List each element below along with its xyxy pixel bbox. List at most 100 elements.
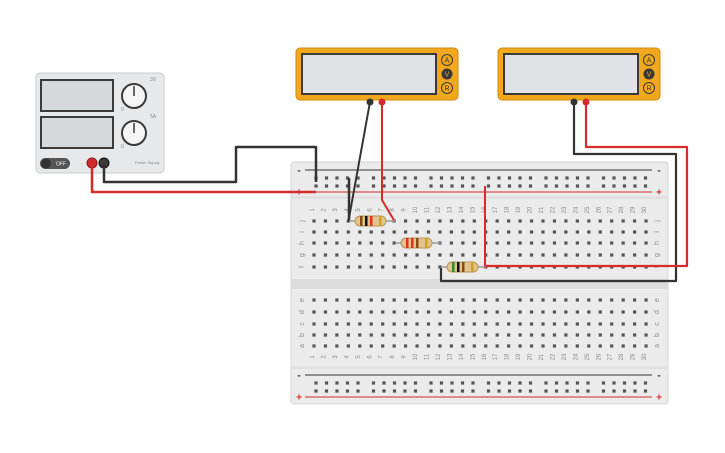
breadboard-hole[interactable] [552, 310, 557, 314]
breadboard-hole[interactable] [644, 333, 648, 337]
breadboard-hole[interactable] [369, 322, 373, 326]
breadboard-hole[interactable] [312, 265, 316, 269]
breadboard-hole[interactable] [518, 298, 522, 302]
rail-hole[interactable] [486, 176, 491, 180]
breadboard-hole[interactable] [369, 265, 373, 269]
meter-2-ohm-button[interactable]: R [643, 82, 655, 94]
breadboard-hole[interactable] [392, 230, 396, 234]
wire-meter2-com[interactable] [439, 102, 678, 283]
breadboard-hole[interactable] [404, 344, 408, 348]
breadboard-hole[interactable] [438, 230, 442, 234]
rail-hole[interactable] [471, 184, 475, 188]
breadboard-hole[interactable] [495, 310, 499, 314]
breadboard-hole[interactable] [598, 219, 602, 223]
rail-hole[interactable] [324, 176, 329, 180]
breadboard-hole[interactable] [404, 322, 408, 326]
breadboard[interactable]: - + - + - + - + 112233445566778899101011… [290, 161, 669, 405]
resistor-1[interactable] [349, 215, 396, 227]
breadboard-hole[interactable] [633, 310, 637, 314]
breadboard-hole[interactable] [507, 322, 511, 326]
breadboard-hole[interactable] [381, 241, 385, 245]
wire-meter1-com[interactable] [348, 101, 371, 219]
breadboard-hole[interactable] [381, 310, 385, 314]
breadboard-hole[interactable] [438, 322, 442, 326]
breadboard-hole[interactable] [610, 310, 614, 314]
breadboard-hole[interactable] [587, 219, 591, 223]
breadboard-hole[interactable] [529, 219, 534, 223]
breadboard-hole[interactable] [564, 322, 568, 326]
breadboard-hole[interactable] [541, 241, 545, 245]
breadboard-hole[interactable] [461, 344, 465, 348]
rail-hole[interactable] [450, 184, 454, 188]
breadboard-hole[interactable] [541, 253, 545, 257]
breadboard-hole[interactable] [621, 219, 625, 223]
rail-hole[interactable] [413, 389, 418, 393]
rail-hole[interactable] [450, 381, 454, 385]
rail-hole[interactable] [586, 381, 590, 385]
rail-hole[interactable] [335, 381, 339, 385]
breadboard-hole[interactable] [415, 298, 419, 302]
breadboard-hole[interactable] [312, 298, 316, 302]
breadboard-hole[interactable] [610, 333, 614, 337]
rail-hole[interactable] [622, 389, 627, 393]
breadboard-hole[interactable] [404, 265, 408, 269]
rail-hole[interactable] [528, 381, 533, 385]
breadboard-hole[interactable] [358, 310, 362, 314]
breadboard-hole[interactable] [335, 241, 339, 245]
breadboard-hole[interactable] [518, 219, 522, 223]
rail-hole[interactable] [403, 184, 407, 188]
breadboard-hole[interactable] [610, 298, 614, 302]
breadboard-hole[interactable] [552, 241, 557, 245]
breadboard-hole[interactable] [507, 219, 511, 223]
rail-hole[interactable] [497, 176, 501, 180]
rail-hole[interactable] [460, 389, 465, 393]
breadboard-hole[interactable] [507, 310, 511, 314]
breadboard-hole[interactable] [369, 253, 373, 257]
rail-hole[interactable] [586, 389, 590, 393]
breadboard-hole[interactable] [610, 344, 614, 348]
power-switch[interactable]: OFF [40, 158, 70, 169]
breadboard-hole[interactable] [312, 310, 316, 314]
breadboard-hole[interactable] [507, 230, 511, 234]
rail-hole[interactable] [622, 381, 627, 385]
breadboard-hole[interactable] [381, 344, 385, 348]
rail-hole[interactable] [586, 184, 590, 188]
breadboard-hole[interactable] [449, 241, 453, 245]
rail-hole[interactable] [544, 176, 548, 180]
rail-hole[interactable] [460, 381, 465, 385]
rail-hole[interactable] [371, 381, 376, 385]
breadboard-hole[interactable] [369, 310, 373, 314]
rail-hole[interactable] [413, 381, 418, 385]
breadboard-hole[interactable] [461, 253, 465, 257]
breadboard-hole[interactable] [598, 310, 602, 314]
rail-hole[interactable] [403, 389, 407, 393]
rail-hole[interactable] [356, 381, 360, 385]
breadboard-hole[interactable] [644, 298, 648, 302]
rail-hole[interactable] [601, 381, 606, 385]
rail-hole[interactable] [345, 389, 350, 393]
breadboard-hole[interactable] [552, 344, 557, 348]
breadboard-hole[interactable] [529, 253, 534, 257]
rail-hole[interactable] [429, 389, 433, 393]
breadboard-hole[interactable] [369, 298, 373, 302]
rail-hole[interactable] [612, 176, 616, 180]
breadboard-hole[interactable] [426, 253, 431, 257]
breadboard-hole[interactable] [610, 230, 614, 234]
breadboard-hole[interactable] [335, 253, 339, 257]
breadboard-hole[interactable] [449, 230, 453, 234]
rail-hole[interactable] [356, 176, 360, 180]
breadboard-hole[interactable] [438, 344, 442, 348]
rail-hole[interactable] [575, 381, 580, 385]
rail-hole[interactable] [403, 381, 407, 385]
breadboard-hole[interactable] [621, 298, 625, 302]
breadboard-hole[interactable] [644, 310, 648, 314]
breadboard-hole[interactable] [507, 253, 511, 257]
rail-hole[interactable] [413, 176, 418, 180]
breadboard-hole[interactable] [335, 333, 339, 337]
rail-hole[interactable] [554, 176, 559, 180]
breadboard-hole[interactable] [598, 253, 602, 257]
breadboard-hole[interactable] [312, 230, 316, 234]
breadboard-hole[interactable] [415, 344, 419, 348]
breadboard-hole[interactable] [598, 298, 602, 302]
breadboard-hole[interactable] [426, 219, 431, 223]
